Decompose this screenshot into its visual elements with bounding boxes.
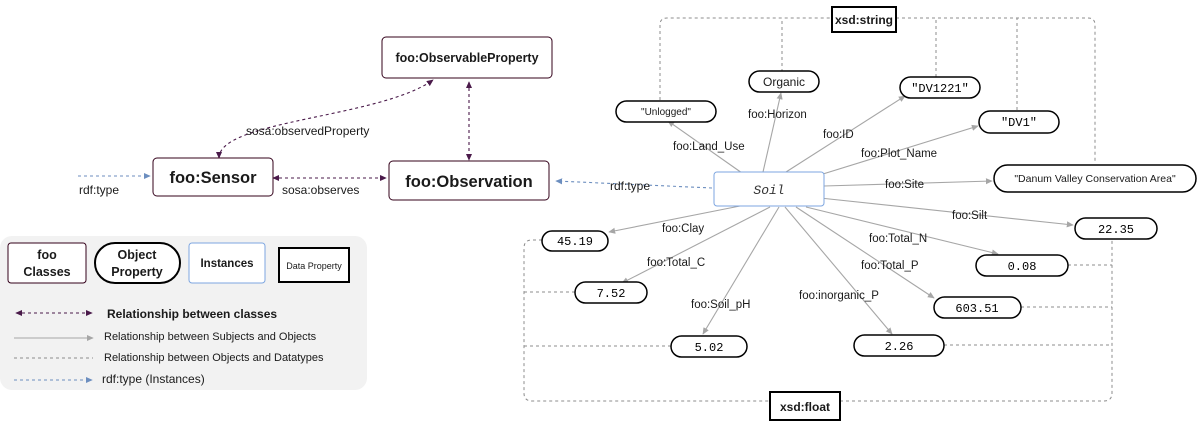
legend-rdf-type-instances: rdf:type (Instances)	[14, 372, 205, 386]
legend-data-property: Data Property	[278, 247, 350, 283]
edge-silt	[819, 197, 1074, 228]
observation-label: foo:Observation	[405, 173, 532, 191]
predicate-labels: foo:Land_Use foo:Horizon foo:ID foo:Plot…	[647, 109, 988, 311]
subject-object-edges	[608, 92, 1074, 335]
label-plot-name: foo:Plot_Name	[861, 148, 937, 160]
object-total-n-value[interactable]: 0.08	[975, 254, 1069, 277]
object-soil-ph-value[interactable]: 5.02	[670, 335, 748, 358]
edge-land-use	[667, 120, 743, 174]
object-dv1221[interactable]: "DV1221"	[899, 76, 981, 99]
object-organic[interactable]: Organic	[748, 70, 820, 93]
rdf-type-edges	[78, 172, 713, 189]
legend-rel-classes: Relationship between classes	[15, 307, 277, 321]
label-observes: sosa:observes	[282, 183, 359, 197]
object-silt-value[interactable]: 22.35	[1074, 217, 1158, 240]
label-site: foo:Site	[885, 179, 924, 191]
svg-text:5.02: 5.02	[695, 341, 724, 355]
edge-id	[785, 95, 906, 173]
svg-text:0.08: 0.08	[1008, 260, 1037, 274]
legend-rel-subjects-objects: Relationship between Subjects and Object…	[14, 331, 317, 343]
sensor-label: foo:Sensor	[169, 169, 257, 187]
edge-total-c	[621, 206, 771, 284]
instance-node-soil[interactable]: Soil	[713, 171, 825, 207]
svg-text:Relationship between classes: Relationship between classes	[107, 307, 277, 321]
legend-object-property: Object Property	[94, 242, 181, 284]
class-relationships	[215, 79, 473, 182]
datatype-node-float[interactable]: xsd:float	[769, 391, 841, 421]
svg-text:"DV1221": "DV1221"	[911, 82, 969, 96]
observable-property-label: foo:ObservableProperty	[395, 51, 538, 65]
string-datatype-label: xsd:string	[835, 13, 893, 27]
svg-text:Instances: Instances	[200, 258, 253, 270]
edge-soil-ph	[702, 206, 780, 335]
observed-property-edge	[215, 79, 434, 159]
datatype-node-string[interactable]: xsd:string	[831, 6, 897, 33]
svg-text:Data Property: Data Property	[286, 261, 342, 271]
label-instance-type: rdf:type	[610, 179, 650, 193]
label-soil-ph: foo:Soil_pH	[691, 299, 750, 311]
edge-total-n	[805, 206, 999, 256]
svg-text:45.19: 45.19	[557, 235, 593, 249]
label-inorganic-p: foo:inorganic_P	[799, 290, 879, 302]
object-clay-value[interactable]: 45.19	[541, 230, 609, 252]
class-node-observable-property[interactable]: foo:ObservableProperty	[381, 36, 553, 79]
svg-text:7.52: 7.52	[597, 287, 626, 301]
edge-plot-name	[809, 124, 979, 179]
label-id: foo:ID	[823, 129, 854, 141]
svg-text:Object: Object	[118, 248, 158, 262]
legend-panel	[0, 236, 367, 390]
object-unlogged[interactable]: "Unlogged"	[615, 100, 717, 123]
svg-text:Relationship between Subjects: Relationship between Subjects and Object…	[104, 331, 317, 343]
object-dv1[interactable]: "DV1"	[978, 110, 1060, 134]
soil-label: Soil	[753, 183, 784, 198]
svg-text:foo: foo	[37, 248, 57, 262]
class-node-sensor[interactable]: foo:Sensor	[152, 157, 274, 197]
edge-labels: sosa:observedProperty sosa:observes rdf:…	[79, 124, 650, 197]
svg-text:Property: Property	[111, 265, 162, 279]
svg-text:Classes: Classes	[23, 265, 70, 279]
svg-text:rdf:type (Instances): rdf:type (Instances)	[102, 372, 205, 386]
edge-total-p	[795, 206, 935, 299]
svg-text:22.35: 22.35	[1098, 223, 1134, 237]
svg-text:"DV1": "DV1"	[1001, 116, 1037, 130]
svg-text:603.51: 603.51	[955, 302, 998, 316]
label-total-p: foo:Total_P	[861, 260, 919, 272]
label-horizon: foo:Horizon	[748, 109, 807, 121]
svg-text:2.26: 2.26	[885, 340, 914, 354]
label-land-use: foo:Land_Use	[673, 141, 745, 153]
edge-horizon	[762, 92, 783, 173]
label-total-c: foo:Total_C	[647, 257, 705, 269]
float-datatype-connectors	[523, 238, 1113, 402]
legend: foo Classes Object Property Instances Da…	[0, 236, 367, 390]
label-total-n: foo:Total_N	[869, 233, 927, 245]
edge-inorganic-p	[784, 206, 893, 335]
class-node-observation[interactable]: foo:Observation	[388, 160, 550, 201]
object-inorganic-p-value[interactable]: 2.26	[853, 334, 945, 357]
svg-text:"Unlogged": "Unlogged"	[641, 107, 691, 118]
label-silt: foo:Silt	[952, 210, 988, 222]
svg-text:"Danum Valley Conservation Are: "Danum Valley Conservation Area"	[1014, 173, 1176, 185]
label-clay: foo:Clay	[662, 223, 704, 235]
object-total-p-value[interactable]: 603.51	[933, 296, 1022, 319]
label-sensor-type: rdf:type	[79, 183, 119, 197]
legend-instances: Instances	[188, 242, 266, 284]
label-observed-property: sosa:observedProperty	[246, 124, 369, 138]
object-danum-valley[interactable]: "Danum Valley Conservation Area"	[993, 164, 1197, 193]
edge-clay	[608, 205, 741, 234]
object-total-c-value[interactable]: 7.52	[574, 281, 648, 304]
svg-text:Relationship between Objects a: Relationship between Objects and Datatyp…	[104, 352, 324, 364]
instance-type-edge	[555, 178, 713, 189]
string-datatype-connectors	[659, 17, 1096, 163]
float-datatype-label: xsd:float	[780, 400, 830, 414]
svg-text:Organic: Organic	[763, 75, 805, 89]
legend-foo-classes: foo Classes	[7, 242, 87, 284]
legend-rel-objects-datatypes: Relationship between Objects and Datatyp…	[14, 352, 324, 364]
edge-site	[823, 178, 993, 187]
